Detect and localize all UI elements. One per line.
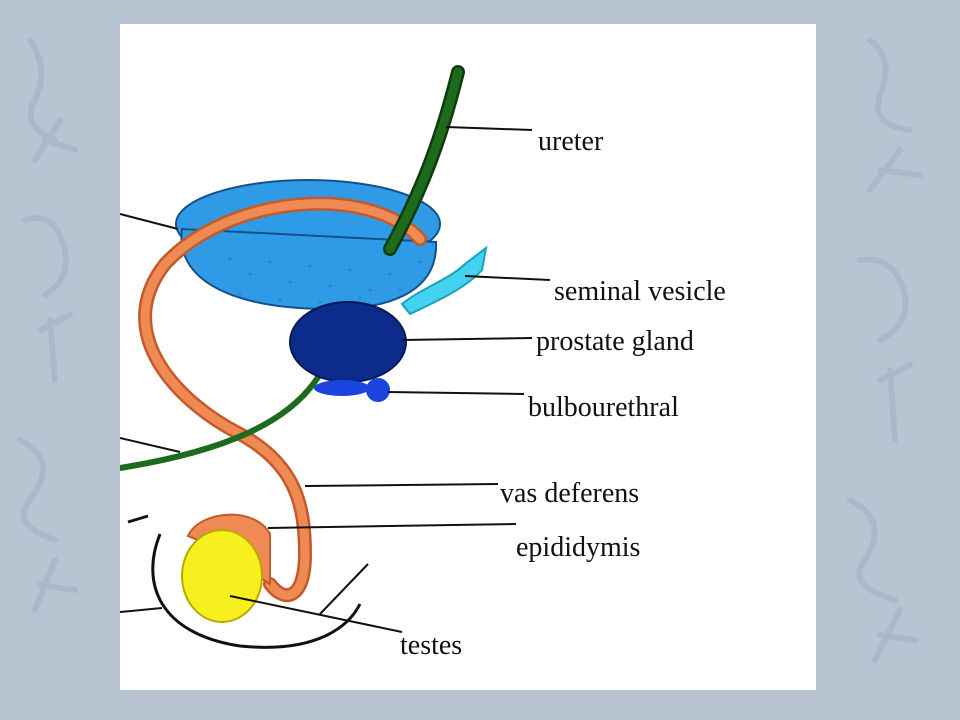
leader-line-left-middle — [120, 437, 181, 453]
label-testes: testes — [400, 630, 462, 661]
leader-line-prostate — [401, 337, 533, 341]
leader-line-bulbourethral — [387, 391, 525, 395]
label-bulbourethral: bulbourethral — [528, 392, 679, 423]
scale-mark — [319, 563, 369, 615]
testes-shape — [181, 529, 263, 623]
ureter-fill — [385, 67, 463, 254]
leader-line-epididymis — [267, 523, 517, 529]
leader-line-left-top — [120, 213, 179, 230]
label-epididymis: epididymis — [516, 532, 640, 563]
label-seminal-vesicle: seminal vesicle — [554, 276, 726, 307]
seminal-vesicle-shape — [400, 245, 488, 316]
urethra — [120, 371, 323, 471]
bulbourethral-gland — [314, 378, 390, 402]
label-vas-deferens: vas deferens — [500, 478, 639, 509]
label-prostate-gland: prostate gland — [536, 326, 694, 357]
leader-line-left-bottom — [120, 607, 163, 613]
label-ureter: ureter — [538, 126, 604, 157]
male-reproductive-diagram: ureter seminal vesicle prostate gland bu… — [120, 65, 726, 661]
vas-deferens-fill — [140, 199, 425, 600]
diagram-panel: ureter seminal vesicle prostate gland bu… — [120, 24, 816, 690]
leader-line-testes — [229, 595, 403, 633]
bladder — [175, 179, 441, 311]
leader-line-seminal-vesicle — [464, 275, 551, 281]
scrotum-outline — [151, 533, 362, 649]
leader-line-ureter — [445, 126, 533, 131]
leader-line-vas-deferens — [304, 483, 499, 487]
prostate-gland-shape — [289, 301, 407, 383]
scrotum-outline-inner — [127, 514, 149, 524]
